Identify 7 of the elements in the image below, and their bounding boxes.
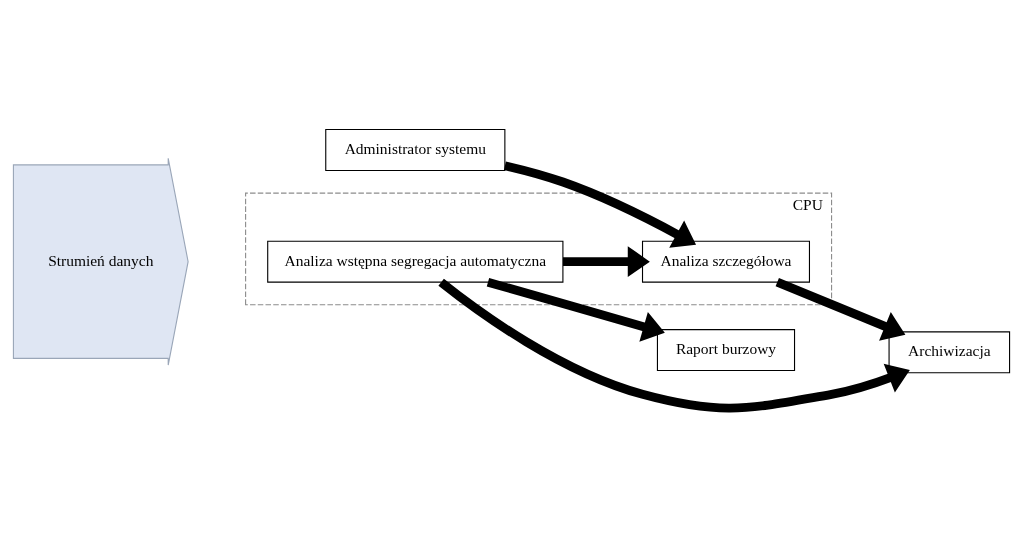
arrow — [562, 246, 650, 278]
node-box: Archiwizacja — [888, 331, 1010, 374]
node-box: Administrator systemu — [324, 128, 505, 171]
node-box: Analiza wstępna segregacja automatyczna — [266, 240, 563, 283]
arrow — [503, 161, 696, 248]
node-box: Analiza szczegółowa — [641, 240, 810, 283]
node-box: Raport burzowy — [656, 329, 795, 372]
